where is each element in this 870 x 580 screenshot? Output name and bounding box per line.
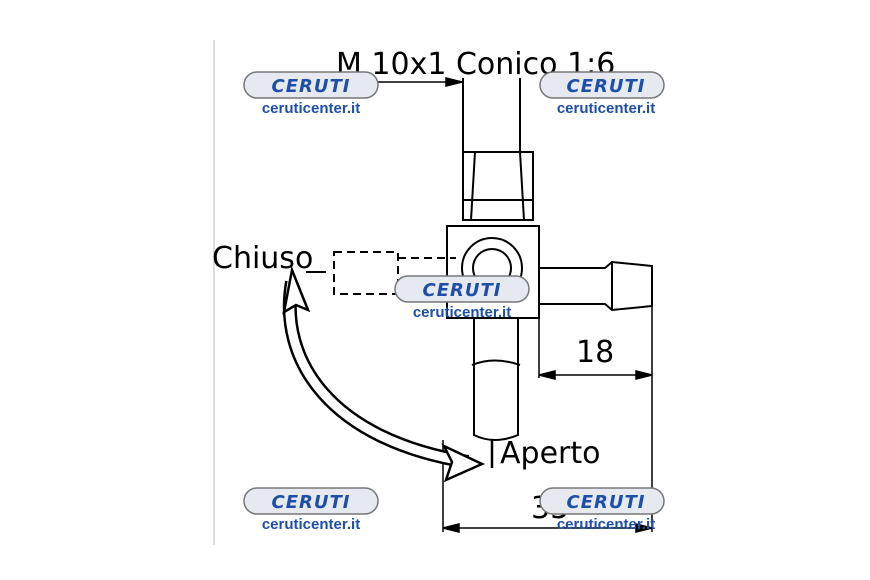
watermark-brand: CERUTI [567,492,646,513]
closed-label: Chiuso [212,241,313,276]
open-label: Aperto [500,436,600,471]
valve-body [446,225,540,319]
watermark-url: ceruticenter.it [557,516,655,533]
watermark-bottom-left: CERUTI ceruticenter.it [243,487,379,533]
rotation-arrow [282,265,485,483]
watermark-bottom-right: CERUTI ceruticenter.it [539,487,665,533]
watermark-url: ceruticenter.it [413,304,511,321]
watermark-url: ceruticenter.it [262,100,360,117]
watermark-top-left: CERUTI ceruticenter.it [243,71,379,117]
lever-open [471,318,521,441]
outlet-nozzle [539,260,653,312]
watermark-brand: CERUTI [567,76,646,97]
hex-nut [462,151,534,221]
dim-line-outlet [538,370,653,380]
dim-outlet-label: 18 [576,335,614,370]
watermark-url: ceruticenter.it [262,516,360,533]
watermark-brand: CERUTI [272,76,351,97]
watermark-center: CERUTI ceruticenter.it [394,275,530,321]
watermark-brand: CERUTI [423,280,502,301]
watermark-url: ceruticenter.it [557,100,655,117]
watermark-top-right: CERUTI ceruticenter.it [539,71,665,117]
watermark-brand: CERUTI [272,492,351,513]
dim-line-width [442,523,653,533]
